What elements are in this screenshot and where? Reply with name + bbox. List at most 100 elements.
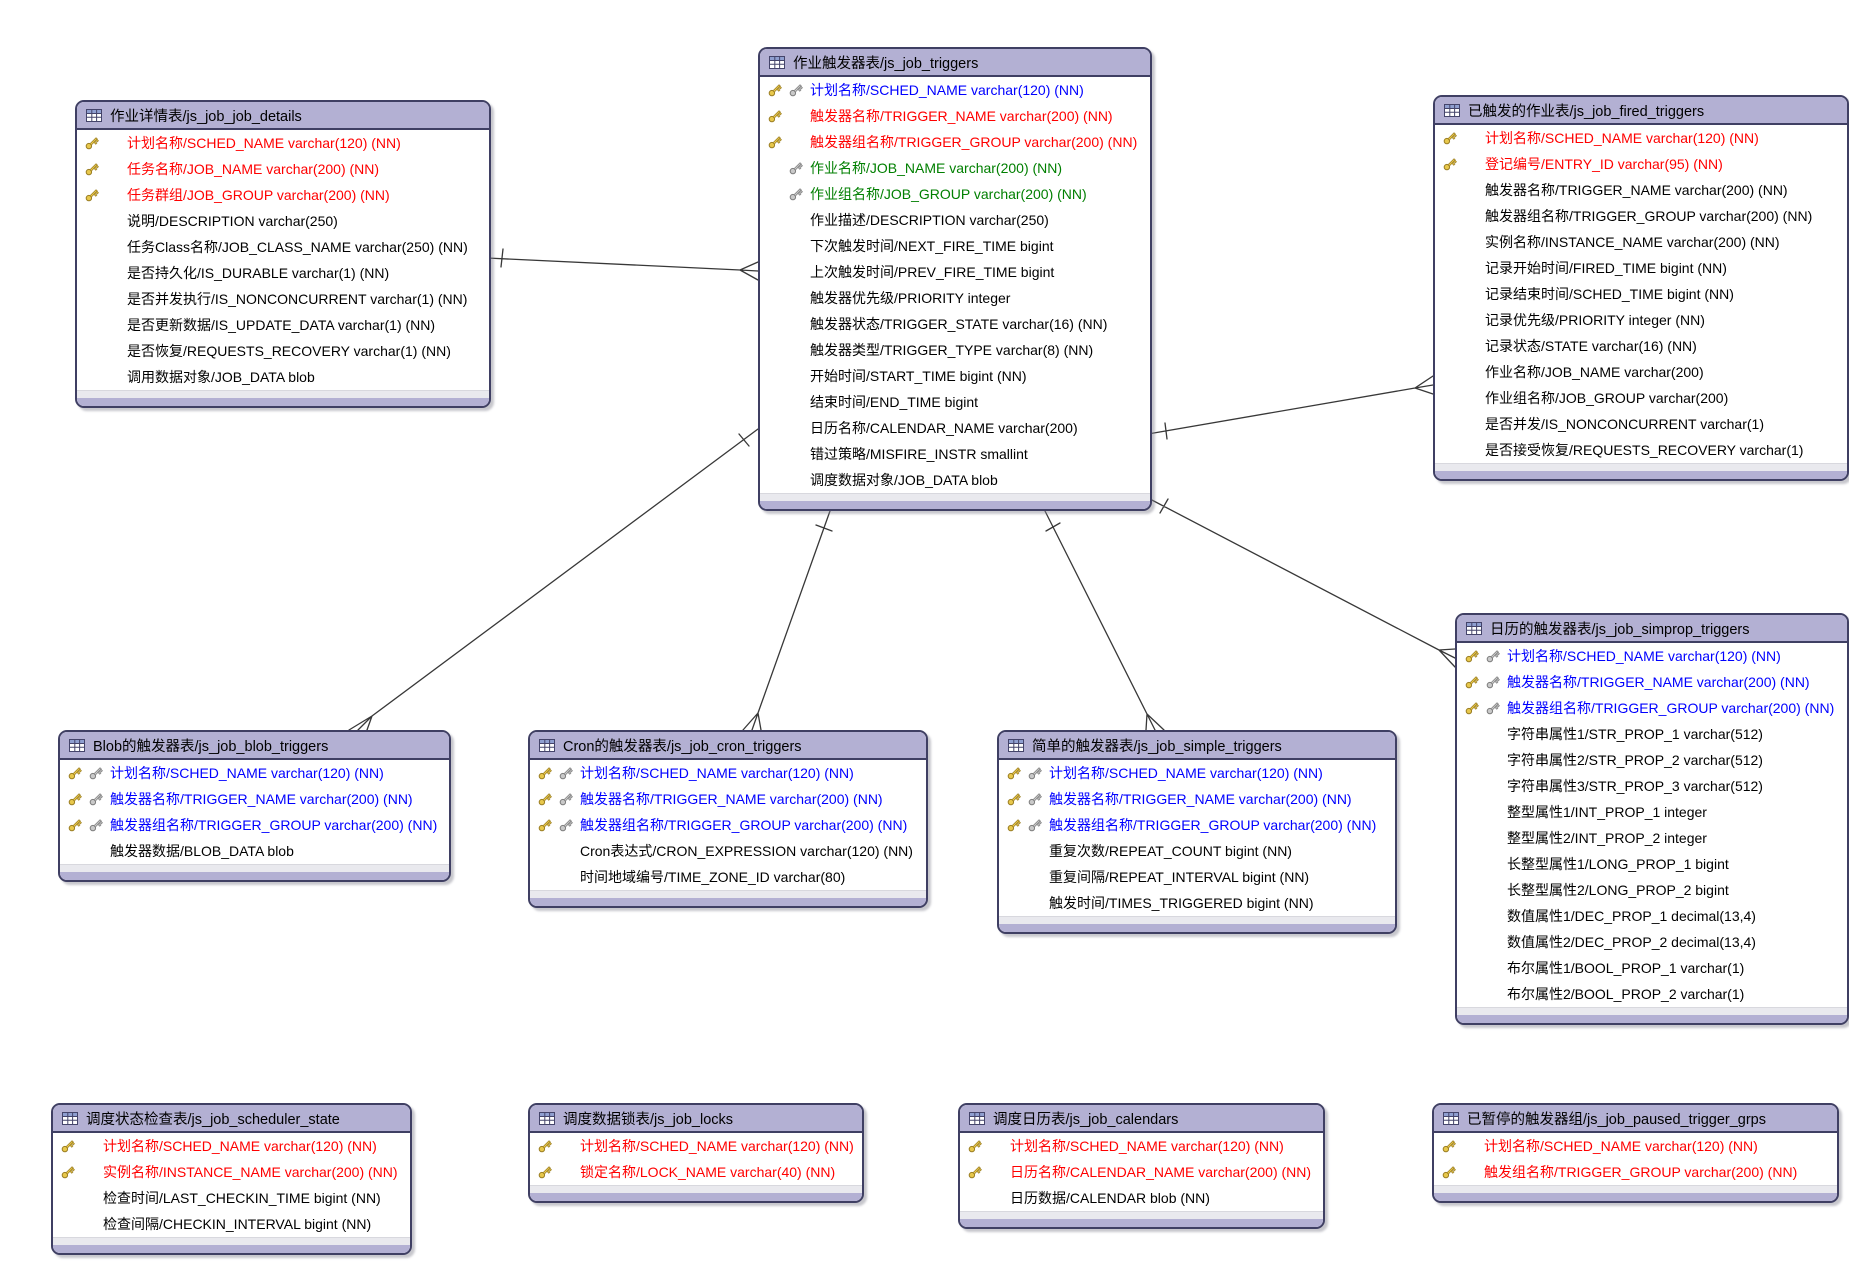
field-row[interactable]: 整型属性1/INT_PROP_1 integer: [1457, 799, 1847, 825]
field-row[interactable]: 触发器组名称/TRIGGER_GROUP varchar(200) (NN): [760, 129, 1150, 155]
field-row[interactable]: 触发器数据/BLOB_DATA blob: [60, 838, 449, 864]
field-row[interactable]: 开始时间/START_TIME bigint (NN): [760, 363, 1150, 389]
field-row[interactable]: 日历数据/CALENDAR blob (NN): [960, 1185, 1323, 1211]
table-header[interactable]: 作业触发器表/js_job_triggers: [760, 49, 1150, 77]
field-row[interactable]: 长整型属性1/LONG_PROP_1 bigint: [1457, 851, 1847, 877]
field-row[interactable]: 记录开始时间/FIRED_TIME bigint (NN): [1435, 255, 1847, 281]
field-row[interactable]: 触发器名称/TRIGGER_NAME varchar(200) (NN): [1457, 669, 1847, 695]
table-header[interactable]: 调度日历表/js_job_calendars: [960, 1105, 1323, 1133]
field-row[interactable]: 计划名称/SCHED_NAME varchar(120) (NN): [999, 760, 1395, 786]
field-row[interactable]: 数值属性1/DEC_PROP_1 decimal(13,4): [1457, 903, 1847, 929]
field-row[interactable]: 触发时间/TIMES_TRIGGERED bigint (NN): [999, 890, 1395, 916]
field-row[interactable]: 下次触发时间/NEXT_FIRE_TIME bigint: [760, 233, 1150, 259]
table-header[interactable]: 已触发的作业表/js_job_fired_triggers: [1435, 97, 1847, 125]
field-row[interactable]: 实例名称/INSTANCE_NAME varchar(200) (NN): [53, 1159, 410, 1185]
field-row[interactable]: 触发器组名称/TRIGGER_GROUP varchar(200) (NN): [60, 812, 449, 838]
field-row[interactable]: 是否持久化/IS_DURABLE varchar(1) (NN): [77, 260, 489, 286]
field-row[interactable]: 任务Class名称/JOB_CLASS_NAME varchar(250) (N…: [77, 234, 489, 260]
table-header[interactable]: 已暂停的触发器组/js_job_paused_trigger_grps: [1434, 1105, 1837, 1133]
field-row[interactable]: 触发组名称/TRIGGER_GROUP varchar(200) (NN): [1434, 1159, 1837, 1185]
field-row[interactable]: 计划名称/SCHED_NAME varchar(120) (NN): [1435, 125, 1847, 151]
field-row[interactable]: 记录结束时间/SCHED_TIME bigint (NN): [1435, 281, 1847, 307]
field-row[interactable]: 计划名称/SCHED_NAME varchar(120) (NN): [1434, 1133, 1837, 1159]
relationship-triggers-simple_triggers[interactable]: [1044, 510, 1165, 731]
relationship-job_details-triggers[interactable]: [486, 248, 759, 281]
field-row[interactable]: 触发器组名称/TRIGGER_GROUP varchar(200) (NN): [1457, 695, 1847, 721]
field-row[interactable]: 整型属性2/INT_PROP_2 integer: [1457, 825, 1847, 851]
field-row[interactable]: 是否接受恢复/REQUESTS_RECOVERY varchar(1): [1435, 437, 1847, 463]
field-row[interactable]: 数值属性2/DEC_PROP_2 decimal(13,4): [1457, 929, 1847, 955]
field-row[interactable]: 触发器名称/TRIGGER_NAME varchar(200) (NN): [60, 786, 449, 812]
table-header[interactable]: 调度状态检查表/js_job_scheduler_state: [53, 1105, 410, 1133]
field-row[interactable]: 计划名称/SCHED_NAME varchar(120) (NN): [530, 760, 926, 786]
field-row[interactable]: 上次触发时间/PREV_FIRE_TIME bigint: [760, 259, 1150, 285]
field-row[interactable]: 布尔属性1/BOOL_PROP_1 varchar(1): [1457, 955, 1847, 981]
relationship-triggers-blob_triggers[interactable]: [348, 428, 759, 731]
field-row[interactable]: 错过策略/MISFIRE_INSTR smallint: [760, 441, 1150, 467]
field-row[interactable]: 字符串属性2/STR_PROP_2 varchar(512): [1457, 747, 1847, 773]
field-row[interactable]: 触发器组名称/TRIGGER_GROUP varchar(200) (NN): [999, 812, 1395, 838]
field-row[interactable]: 结束时间/END_TIME bigint: [760, 389, 1150, 415]
field-row[interactable]: 调用数据对象/JOB_DATA blob: [77, 364, 489, 390]
field-row[interactable]: 时间地域编号/TIME_ZONE_ID varchar(80): [530, 864, 926, 890]
field-row[interactable]: 任务名称/JOB_NAME varchar(200) (NN): [77, 156, 489, 182]
field-row[interactable]: 记录状态/STATE varchar(16) (NN): [1435, 333, 1847, 359]
table-header[interactable]: 调度数据锁表/js_job_locks: [530, 1105, 862, 1133]
field-row[interactable]: 触发器组名称/TRIGGER_GROUP varchar(200) (NN): [1435, 203, 1847, 229]
relationship-triggers-simprop_triggers[interactable]: [1147, 497, 1456, 668]
field-row[interactable]: 触发器名称/TRIGGER_NAME varchar(200) (NN): [1435, 177, 1847, 203]
field-row[interactable]: 计划名称/SCHED_NAME varchar(120) (NN): [760, 77, 1150, 103]
relationship-triggers-fired_triggers[interactable]: [1147, 375, 1434, 440]
table-header[interactable]: Cron的触发器表/js_job_cron_triggers: [530, 732, 926, 760]
field-row[interactable]: 计划名称/SCHED_NAME varchar(120) (NN): [77, 130, 489, 156]
field-row[interactable]: Cron表达式/CRON_EXPRESSION varchar(120) (NN…: [530, 838, 926, 864]
field-row[interactable]: 计划名称/SCHED_NAME varchar(120) (NN): [1457, 643, 1847, 669]
field-row[interactable]: 说明/DESCRIPTION varchar(250): [77, 208, 489, 234]
field-row[interactable]: 任务群组/JOB_GROUP varchar(200) (NN): [77, 182, 489, 208]
field-row[interactable]: 字符串属性3/STR_PROP_3 varchar(512): [1457, 773, 1847, 799]
field-row[interactable]: 是否并发/IS_NONCONCURRENT varchar(1): [1435, 411, 1847, 437]
field-row[interactable]: 检查间隔/CHECKIN_INTERVAL bigint (NN): [53, 1211, 410, 1237]
field-row[interactable]: 日历名称/CALENDAR_NAME varchar(200) (NN): [960, 1159, 1323, 1185]
table-header[interactable]: 简单的触发器表/js_job_simple_triggers: [999, 732, 1395, 760]
table-header[interactable]: Blob的触发器表/js_job_blob_triggers: [60, 732, 449, 760]
field-row[interactable]: 锁定名称/LOCK_NAME varchar(40) (NN): [530, 1159, 862, 1185]
field-row[interactable]: 实例名称/INSTANCE_NAME varchar(200) (NN): [1435, 229, 1847, 255]
field-row[interactable]: 长整型属性2/LONG_PROP_2 bigint: [1457, 877, 1847, 903]
field-row[interactable]: 作业名称/JOB_NAME varchar(200) (NN): [760, 155, 1150, 181]
field-row[interactable]: 触发器名称/TRIGGER_NAME varchar(200) (NN): [999, 786, 1395, 812]
field-row[interactable]: 登记编号/ENTRY_ID varchar(95) (NN): [1435, 151, 1847, 177]
field-row[interactable]: 触发器组名称/TRIGGER_GROUP varchar(200) (NN): [530, 812, 926, 838]
field-row[interactable]: 调度数据对象/JOB_DATA blob: [760, 467, 1150, 493]
relationship-triggers-cron_triggers[interactable]: [742, 510, 833, 731]
table-header[interactable]: 作业详情表/js_job_job_details: [77, 102, 489, 130]
field-row[interactable]: 触发器名称/TRIGGER_NAME varchar(200) (NN): [760, 103, 1150, 129]
field-row[interactable]: 触发器类型/TRIGGER_TYPE varchar(8) (NN): [760, 337, 1150, 363]
field-row[interactable]: 作业组名称/JOB_GROUP varchar(200): [1435, 385, 1847, 411]
field-row[interactable]: 计划名称/SCHED_NAME varchar(120) (NN): [53, 1133, 410, 1159]
field-row[interactable]: 计划名称/SCHED_NAME varchar(120) (NN): [530, 1133, 862, 1159]
field-row[interactable]: 是否并发执行/IS_NONCONCURRENT varchar(1) (NN): [77, 286, 489, 312]
field-row[interactable]: 作业名称/JOB_NAME varchar(200): [1435, 359, 1847, 385]
field-row[interactable]: 触发器状态/TRIGGER_STATE varchar(16) (NN): [760, 311, 1150, 337]
field-row[interactable]: 计划名称/SCHED_NAME varchar(120) (NN): [960, 1133, 1323, 1159]
field-row[interactable]: 记录优先级/PRIORITY integer (NN): [1435, 307, 1847, 333]
field-row[interactable]: 重复次数/REPEAT_COUNT bigint (NN): [999, 838, 1395, 864]
table-header[interactable]: 日历的触发器表/js_job_simprop_triggers: [1457, 615, 1847, 643]
field-row[interactable]: 触发器优先级/PRIORITY integer: [760, 285, 1150, 311]
field-row[interactable]: 作业组名称/JOB_GROUP varchar(200) (NN): [760, 181, 1150, 207]
field-row[interactable]: 计划名称/SCHED_NAME varchar(120) (NN): [60, 760, 449, 786]
field-row[interactable]: 是否恢复/REQUESTS_RECOVERY varchar(1) (NN): [77, 338, 489, 364]
field-row[interactable]: 检查时间/LAST_CHECKIN_TIME bigint (NN): [53, 1185, 410, 1211]
